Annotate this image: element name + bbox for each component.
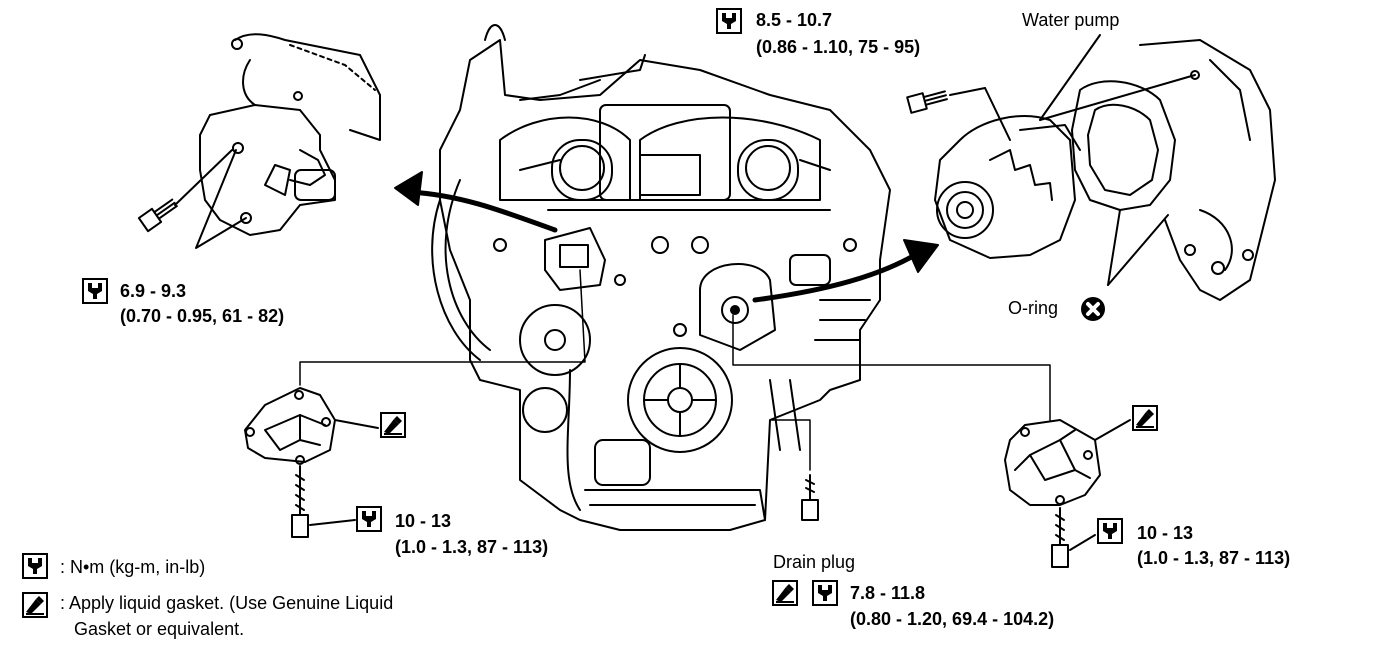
do-not-reuse-icon [1080, 296, 1106, 322]
torque-wrench-icon [716, 8, 742, 34]
top-torque-value: 8.5 - 10.7 [756, 10, 833, 30]
liquid-gasket-icon [772, 580, 798, 606]
leader-lines [299, 269, 1051, 471]
drain-plug-torque-detail: (0.80 - 1.20, 69.4 - 104.2) [850, 609, 1055, 629]
right-cover-torque-detail: (1.0 - 1.3, 87 - 113) [1137, 548, 1291, 568]
drain-plug-label: Drain plug [773, 552, 856, 572]
legend-gasket-line1: : Apply liquid gasket. (Use Genuine Liqu… [60, 593, 394, 613]
torque-wrench-icon [22, 553, 48, 579]
right-cover [1004, 419, 1131, 568]
direction-arrows [394, 171, 939, 303]
oring-label: O-ring [1008, 298, 1059, 318]
right-cover-torque-value: 10 - 13 [1137, 523, 1194, 543]
legend-torque-units: : N•m (kg-m, in-lb) [60, 557, 206, 577]
torque-wrench-icon [1097, 518, 1123, 544]
left-cover-torque-detail: (1.0 - 1.3, 87 - 113) [395, 537, 549, 557]
top-torque-detail: (0.86 - 1.10, 75 - 95) [756, 37, 921, 57]
drain-plug [801, 474, 819, 521]
liquid-gasket-icon [1132, 405, 1158, 431]
torque-wrench-icon [356, 506, 382, 532]
torque-wrench-icon [812, 580, 838, 606]
drain-plug-torque-value: 7.8 - 11.8 [850, 583, 926, 603]
water-pump-exploded [906, 34, 1276, 301]
liquid-gasket-icon [380, 412, 406, 438]
left-torque-detail: (0.70 - 0.95, 61 - 82) [120, 306, 285, 326]
legend-gasket-line2: Gasket or equivalent. [74, 619, 245, 639]
water-pump-label: Water pump [1022, 10, 1120, 30]
liquid-gasket-icon [22, 592, 48, 618]
left-torque-value: 6.9 - 9.3 [120, 281, 187, 301]
water-inlet-exploded [137, 33, 381, 249]
left-cover [244, 387, 379, 538]
engine-block [431, 24, 891, 531]
torque-wrench-icon [82, 278, 108, 304]
left-cover-torque-value: 10 - 13 [395, 511, 452, 531]
